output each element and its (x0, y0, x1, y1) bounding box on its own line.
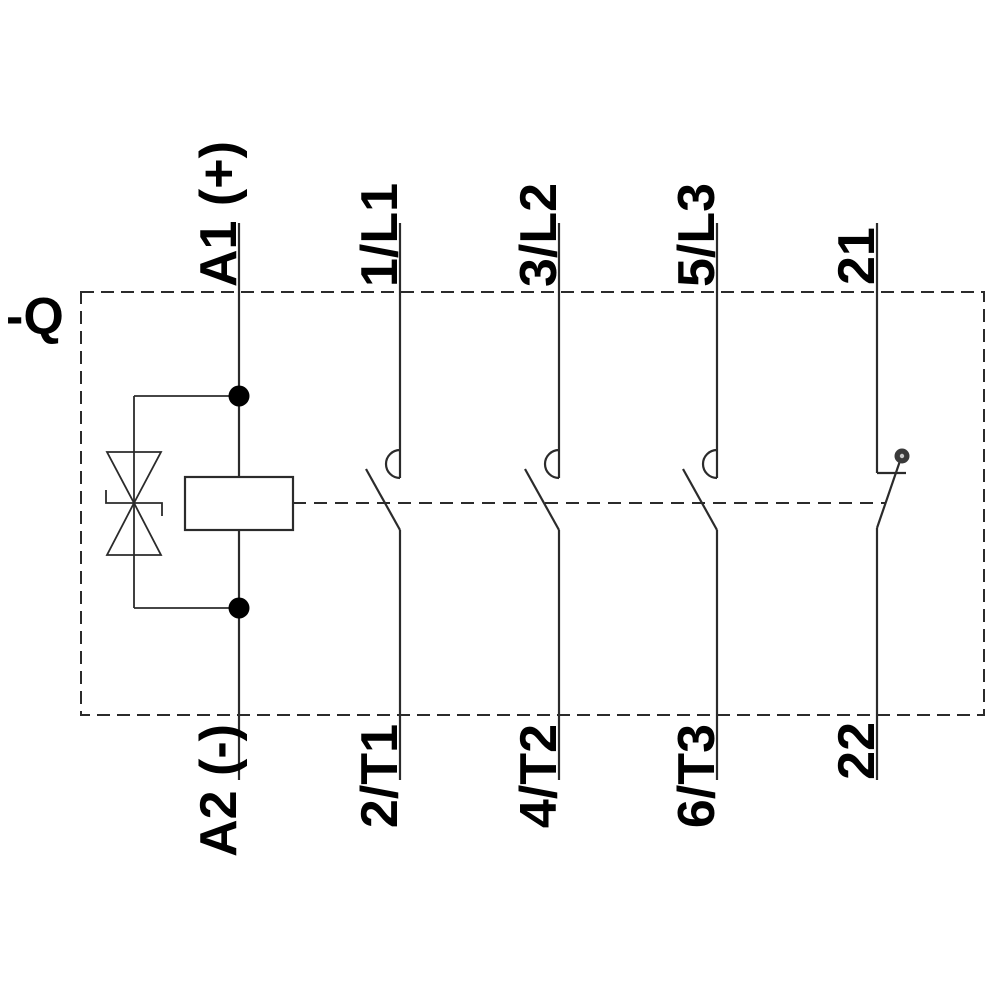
pole2-fixed-contact-arc (543, 448, 560, 480)
terminal-label-4t2: 4/T2 (510, 724, 568, 828)
terminal-label-a2: A2 (-) (190, 724, 248, 857)
pole1-fixed-contact-arc (384, 448, 401, 480)
aux-pole-nc: 21 22 (828, 223, 910, 780)
terminal-label-2t1: 2/T1 (351, 724, 409, 828)
device-label: -Q (6, 288, 64, 346)
junction-dot-top (228, 385, 250, 407)
terminal-label-5l3: 5/L3 (668, 183, 726, 287)
terminal-label-21: 21 (828, 227, 886, 285)
main-pole-1: 1/L1 2/T1 (351, 183, 409, 828)
pole3-fixed-contact-arc (701, 448, 718, 480)
terminal-label-6t3: 6/T3 (668, 724, 726, 828)
terminal-label-22: 22 (828, 722, 886, 780)
aux-moving-contact (875, 457, 903, 529)
pole2-moving-contact (524, 468, 560, 531)
coil-branch: A1 (+) A2 (-) (105, 141, 295, 857)
terminal-label-1l1: 1/L1 (351, 183, 409, 287)
suppressor-triangle-bottom (105, 501, 163, 556)
main-pole-2: 3/L2 4/T2 (510, 183, 568, 828)
terminal-label-3l2: 3/L2 (510, 183, 568, 287)
suppressor-bar (105, 490, 163, 516)
pole3-moving-contact (682, 468, 718, 531)
junction-dot-bottom (228, 597, 250, 619)
aux-pivot-dot-center (899, 453, 905, 459)
coil-rect-icon (183, 475, 295, 532)
surge-suppressor-branch (105, 395, 239, 609)
terminal-label-a1: A1 (+) (190, 141, 248, 287)
pole1-moving-contact (365, 468, 401, 531)
device-boundary-box (80, 291, 985, 716)
main-pole-3: 5/L3 6/T3 (668, 183, 726, 828)
surge-suppressor-icon (105, 451, 163, 556)
suppressor-triangle-top (105, 451, 163, 505)
